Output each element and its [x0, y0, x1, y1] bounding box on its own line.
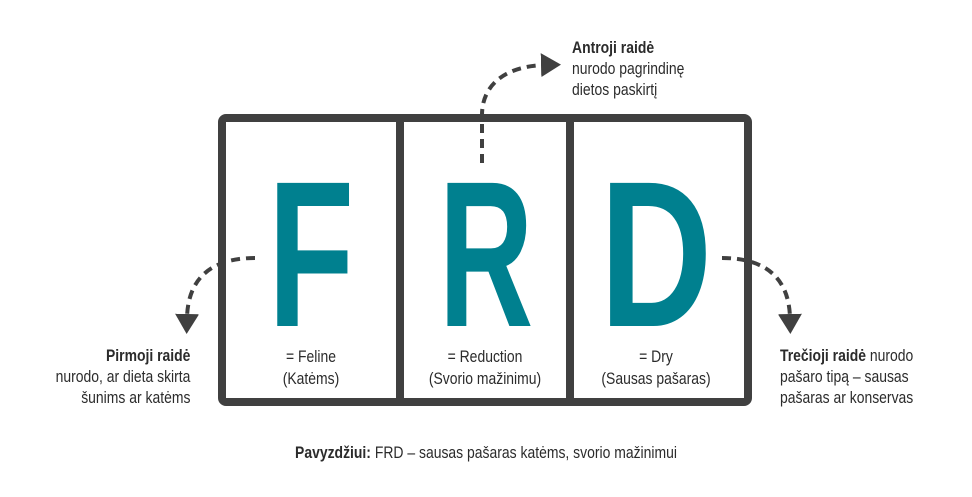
- note-second-title: Antroji raidė: [572, 38, 655, 57]
- translation-r: (Svorio mažinimu): [428, 369, 542, 388]
- letter-f: F: [267, 139, 355, 371]
- note-first-line1: nurodo, ar dieta skirta: [55, 367, 190, 386]
- arrow-first-letter: [175, 256, 256, 334]
- example-text: FRD – sausas pašaras katėms, svorio maži…: [370, 443, 677, 462]
- note-second: Antroji raidė nurodo pagrindinę dietos p…: [572, 37, 684, 100]
- letter-r: R: [438, 139, 534, 371]
- translation-d: (Sausas pašaras): [601, 369, 711, 388]
- note-second-line2: dietos paskirtį: [572, 80, 658, 99]
- translation-f: (Katėms): [282, 369, 340, 388]
- note-first-line2: šunims ar katėms: [80, 388, 190, 407]
- note-first-title: Pirmoji raidė: [105, 346, 190, 365]
- example-label: Pavyzdžiui:: [295, 443, 371, 462]
- example: Pavyzdžiui: FRD – sausas pašaras katėms,…: [295, 442, 677, 463]
- meaning-f: = Feline: [286, 347, 336, 366]
- arrow-second-letter: [480, 53, 561, 163]
- note-third-line1: pašaro tipą – sausas: [780, 367, 909, 386]
- note-second-line1: nurodo pagrindinę: [572, 59, 685, 78]
- frame: [218, 114, 752, 406]
- letter-d: D: [599, 139, 713, 371]
- arrow-third-letter: [721, 256, 802, 334]
- meaning-r: = Reduction: [447, 347, 523, 366]
- note-third-title-rest: nurodo: [866, 346, 914, 365]
- note-first: Pirmoji raidė nurodo, ar dieta skirta šu…: [55, 345, 190, 408]
- note-third: Trečioji raidė nurodo pašaro tipą – saus…: [780, 345, 913, 408]
- note-third-title: Trečioji raidė: [780, 346, 867, 365]
- note-third-line2: pašaras ar konservas: [780, 388, 914, 407]
- meaning-d: = Dry: [639, 347, 673, 366]
